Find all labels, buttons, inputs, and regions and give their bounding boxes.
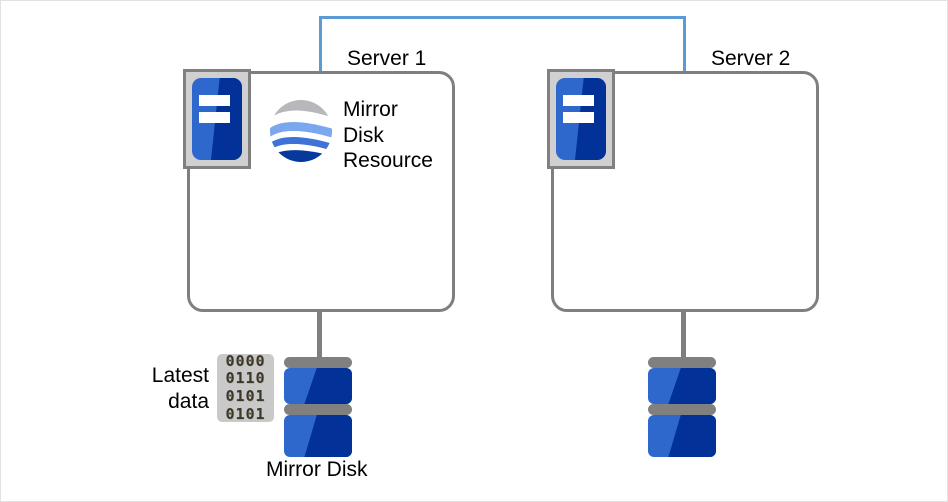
binary-row: 0101 xyxy=(225,404,266,423)
binary-row: 0101 xyxy=(225,387,266,405)
server-1-label: Server 1 xyxy=(347,47,427,70)
mirror-disk-2-body-top xyxy=(648,368,716,404)
server-2-disk-connector xyxy=(681,312,686,359)
resource-line-2: Disk xyxy=(343,123,384,147)
resource-line-3: Resource xyxy=(343,149,433,173)
mirror-disk-1-body-bottom xyxy=(284,415,352,457)
server-1-disk-connector xyxy=(317,312,322,359)
latest-data-chip: 0000 0110 0101 0101 xyxy=(217,351,274,423)
mirror-disk-1-body-top xyxy=(284,368,352,404)
server-1-icon-led-bottom xyxy=(199,112,230,124)
mirror-disk-2-body-bottom xyxy=(648,415,716,457)
network-link-top-segment xyxy=(319,16,686,19)
mirror-disk-1-label: Mirror Disk xyxy=(266,458,368,481)
mirror-disk-2[interactable] xyxy=(648,357,716,457)
server-2-label: Server 2 xyxy=(711,47,791,70)
server-2-icon-body xyxy=(556,78,606,160)
mirror-disk-2-plate-mid xyxy=(648,404,716,415)
mirror-disk-resource-swirl-icon[interactable] xyxy=(269,99,333,163)
server-1-icon[interactable] xyxy=(183,69,251,169)
mirror-disk-1[interactable] xyxy=(284,357,352,457)
server-2-icon-led-top xyxy=(563,95,594,106)
server-2-icon-led-bottom xyxy=(563,112,594,124)
resource-line-1: Mirror xyxy=(343,98,398,121)
server-1-icon-led-top xyxy=(199,95,230,106)
mirror-disk-1-plate-top xyxy=(284,357,352,368)
network-link-right-segment xyxy=(683,16,686,72)
network-link-left-segment xyxy=(319,16,322,72)
latest-data-line-1: Latest xyxy=(151,364,209,387)
latest-data-line-2: data xyxy=(168,389,209,413)
mirror-disk-1-plate-mid xyxy=(284,404,352,415)
binary-row: 0110 xyxy=(225,369,266,388)
server-1-icon-body xyxy=(192,78,242,160)
server-2-icon[interactable] xyxy=(547,69,615,169)
binary-row: 0000 xyxy=(225,351,266,370)
mirror-disk-2-plate-top xyxy=(648,357,716,368)
